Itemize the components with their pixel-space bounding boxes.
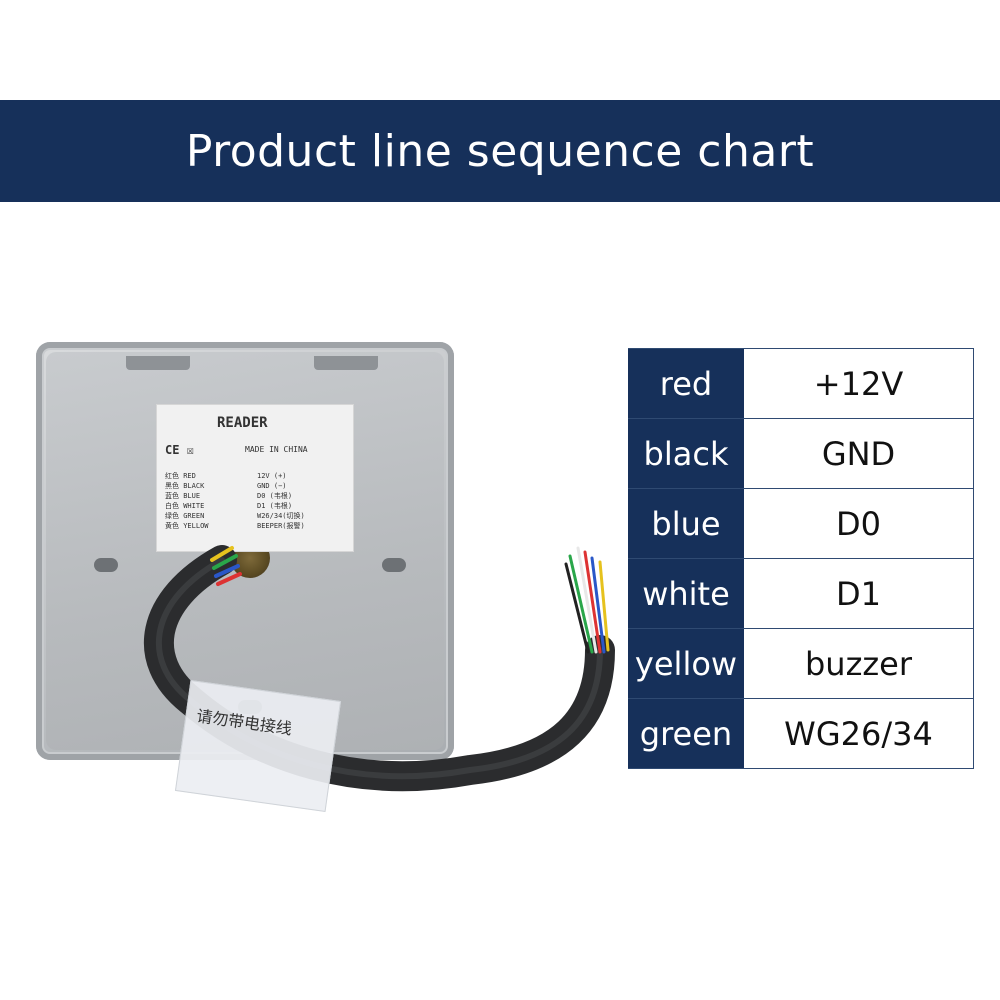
wire-color-cell: yellow xyxy=(628,629,744,698)
wire-function-cell: GND xyxy=(744,419,974,488)
top-notch-left xyxy=(126,356,190,370)
mount-slot-left xyxy=(94,558,118,572)
sticker-row-color: 红色 RED xyxy=(165,472,196,480)
sticker-row-func: D0 (韦根) xyxy=(257,492,293,500)
wire-function-cell: +12V xyxy=(744,349,974,418)
sticker-row: 黄色 YELLOW BEEPER(报警) xyxy=(165,521,347,531)
table-row: white D1 xyxy=(628,559,974,629)
wire-function-cell: D0 xyxy=(744,489,974,558)
sticker-row-func: BEEPER(报警) xyxy=(257,522,305,530)
sticker-row-color: 黄色 YELLOW xyxy=(165,522,209,530)
table-row: blue D0 xyxy=(628,489,974,559)
wire-function-cell: buzzer xyxy=(744,629,974,698)
ce-weee-marks: CE ☒ xyxy=(165,443,194,457)
sticker-row: 黑色 BLACK GND (−) xyxy=(165,481,347,491)
table-row: red +12V xyxy=(628,348,974,419)
wire-function-cell: D1 xyxy=(744,559,974,628)
wire-function-cell: WG26/34 xyxy=(744,699,974,768)
sticker-row-func: W26/34(切换) xyxy=(257,512,305,520)
sticker-row-color: 黑色 BLACK xyxy=(165,482,205,490)
sticker-row: 蓝色 BLUE D0 (韦根) xyxy=(165,491,347,501)
wire-color-cell: red xyxy=(628,349,744,418)
sticker-row-func: D1 (韦根) xyxy=(257,502,293,510)
table-row: green WG26/34 xyxy=(628,699,974,769)
sticker-row-color: 蓝色 BLUE xyxy=(165,492,201,500)
sticker-row: 白色 WHITE D1 (韦根) xyxy=(165,501,347,511)
sticker-row-color: 绿色 GREEN xyxy=(165,512,205,520)
sticker-row: 绿色 GREEN W26/34(切换) xyxy=(165,511,347,521)
wiring-table: red +12V black GND blue D0 white D1 yell… xyxy=(628,348,974,769)
top-notch-right xyxy=(314,356,378,370)
product-sticker: READER CE ☒ MADE IN CHINA 红色 RED 12V (+) … xyxy=(156,404,354,552)
wire-color-cell: blue xyxy=(628,489,744,558)
sticker-row-func: GND (−) xyxy=(257,482,287,490)
table-row: yellow buzzer xyxy=(628,629,974,699)
cable-warning-label: 请勿带电接线 xyxy=(174,679,342,813)
sticker-row: 红色 RED 12V (+) xyxy=(165,471,347,481)
page-title: Product line sequence chart xyxy=(185,125,815,177)
sticker-row-color: 白色 WHITE xyxy=(165,502,205,510)
sticker-row-func: 12V (+) xyxy=(257,472,287,480)
title-banner: Product line sequence chart xyxy=(0,100,1000,202)
made-in-label: MADE IN CHINA xyxy=(245,445,308,454)
wire-color-cell: green xyxy=(628,699,744,768)
wire-color-cell: black xyxy=(628,419,744,488)
cable-warning-text: 请勿带电接线 xyxy=(195,706,294,739)
sticker-wiring-list: 红色 RED 12V (+) 黑色 BLACK GND (−) 蓝色 BLUE D0 … xyxy=(165,471,347,531)
table-row: black GND xyxy=(628,419,974,489)
wire-color-cell: white xyxy=(628,559,744,628)
sticker-title: READER xyxy=(217,415,268,431)
mount-slot-right xyxy=(382,558,406,572)
